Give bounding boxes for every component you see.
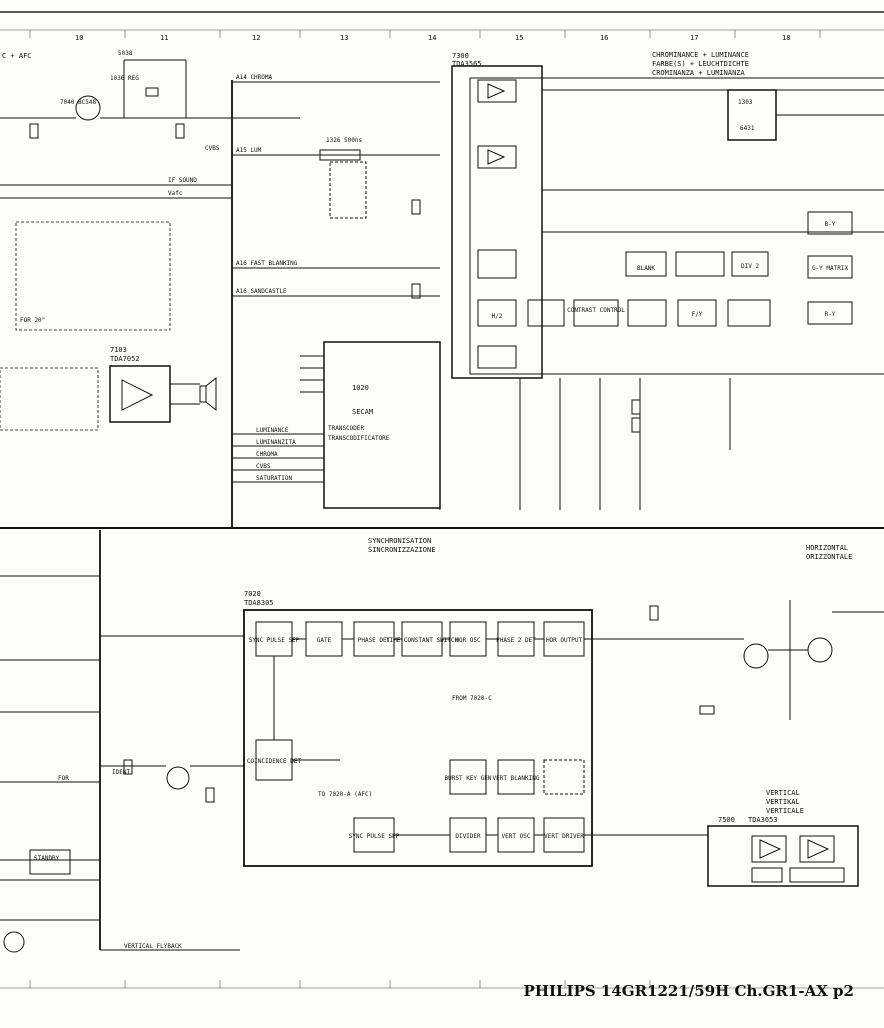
ic-sync-name: TDA8305 [244, 599, 274, 607]
ic-main-ref: 7300 [452, 52, 469, 60]
horizontal-title-2: ORIZZONTALE [806, 553, 852, 561]
signal-if-sound: IF SOUND [168, 177, 197, 184]
sync-title-1: SYNCHRONISATION [368, 537, 431, 545]
grid-col-12: 12 [252, 34, 260, 42]
ic-delay-ref: 1303 [738, 99, 753, 106]
block-coincidence: COINCIDENCE DET [247, 758, 302, 765]
block-divider: DIVIDER [455, 833, 481, 840]
grid-col-15: 15 [515, 34, 523, 42]
block-fy: F/Y [692, 311, 703, 318]
ic-vert-name: TDA3653 [748, 816, 778, 824]
block-hor-osc: HOR OSC [455, 637, 481, 644]
block-vert-blanking: VERT BLANKING [493, 775, 540, 782]
signal-chroma: A14 CHROMA [236, 74, 273, 81]
ic-vert-ref: 7500 [718, 816, 735, 824]
block-hor-output: HOR OUTPUT [546, 637, 583, 644]
svg-text:1036 REG: 1036 REG [110, 75, 139, 82]
note-from: FROM 7020-C [452, 695, 492, 702]
block-sync-pulse-sep-2: SYNC PULSE SEP [349, 833, 400, 840]
block-blank: BLANK [637, 265, 655, 272]
block-gy: G-Y MATRIX [812, 265, 849, 272]
secam-label: SECAM [352, 408, 373, 416]
top-title-line-3: CROMINANZA + LUMINANZA [652, 69, 746, 77]
block-h2: H/2 [492, 313, 503, 320]
block-ry: R-Y [825, 311, 836, 318]
block-vert-osc: VERT OSC [502, 833, 531, 840]
vertical-title-2: VERTIKAL [766, 798, 800, 806]
signal-fast-blanking: A16 FAST BLANKING [236, 260, 298, 267]
top-title-line-1: CHROMINANCE + LUMINANCE [652, 51, 749, 59]
ic-sync-ref: 7020 [244, 590, 261, 598]
signal-sandcastle: A16 SANDCASTLE [236, 288, 287, 295]
grid-column-labels: 10 11 12 13 14 15 16 17 18 [75, 34, 790, 42]
svg-text:5038: 5038 [118, 50, 133, 57]
ic-sound-ref: 7103 [110, 346, 127, 354]
secam-pin-cvbs: CVBS [256, 463, 271, 470]
ic-sound-name: TDA7052 [110, 355, 140, 363]
note-afc: TO 7020-A (AFC) [318, 791, 372, 798]
svg-text:FOR 20": FOR 20" [20, 317, 45, 324]
svg-text:7040 BC548: 7040 BC548 [60, 99, 97, 106]
block-gate: GATE [317, 637, 332, 644]
label-vertical-flyback: VERTICAL FLYBACK [124, 943, 182, 950]
block-by: B-Y [825, 221, 836, 228]
label-standby: STANDBY [34, 855, 60, 862]
grid-col-18: 18 [782, 34, 790, 42]
vertical-title-1: VERTICAL [766, 789, 800, 797]
secam-ref: 1020 [352, 384, 369, 392]
block-phase2-det: PHASE 2 DET [496, 637, 536, 644]
ic-delay-name: 6431 [740, 125, 755, 132]
block-vert-driver: VERT DRIVER [544, 833, 584, 840]
signal-vafc: Vafc [168, 190, 183, 197]
secam-pin-saturation: SATURATION [256, 475, 293, 482]
secam-pin-chroma: CHROMA [256, 451, 278, 458]
block-time-constant: TIME CONSTANT SWITCH [386, 637, 459, 644]
horizontal-title-1: HORIZONTAL [806, 544, 848, 552]
label-for: FOR [58, 775, 69, 782]
block-contrast: CONTRAST CONTROL [567, 307, 625, 314]
grid-col-14: 14 [428, 34, 436, 42]
grid-col-13: 13 [340, 34, 348, 42]
left-label-afc: C + AFC [2, 52, 32, 60]
footer-caption: PHILIPS 14GR1221/59H Ch.GR1-AX p2 [523, 982, 854, 1000]
ic-main-name: TDA3565 [452, 60, 482, 68]
secam-pin-luminanzita: LUMINANZITA [256, 439, 296, 446]
signal-lum: A15 LUM [236, 147, 262, 154]
grid-col-11: 11 [160, 34, 168, 42]
block-sync-pulse-sep-1: SYNC PULSE SEP [249, 637, 300, 644]
secam-sub-1: TRANSCODER [328, 425, 365, 432]
secam-pin-luminance: LUMINANCE [256, 427, 289, 434]
grid-col-17: 17 [690, 34, 698, 42]
vertical-title-3: VERTICALE [766, 807, 804, 815]
signal-cvbs: CVBS [205, 145, 220, 152]
block-burst-key: BURST KEY GEN [445, 775, 492, 782]
svg-text:1326 500ns: 1326 500ns [326, 137, 363, 144]
grid-col-10: 10 [75, 34, 83, 42]
top-title-line-2: FARBE(S) + LEUCHTDICHTE [652, 60, 749, 68]
sync-title-2: SINCRONIZZAZIONE [368, 546, 435, 554]
secam-sub-2: TRANSCODIFICATORE [328, 435, 390, 442]
label-ident: IDENT [112, 769, 130, 776]
block-phase-det: PHASE DET [358, 637, 391, 644]
grid-col-16: 16 [600, 34, 608, 42]
block-div2: DIV 2 [741, 263, 759, 270]
